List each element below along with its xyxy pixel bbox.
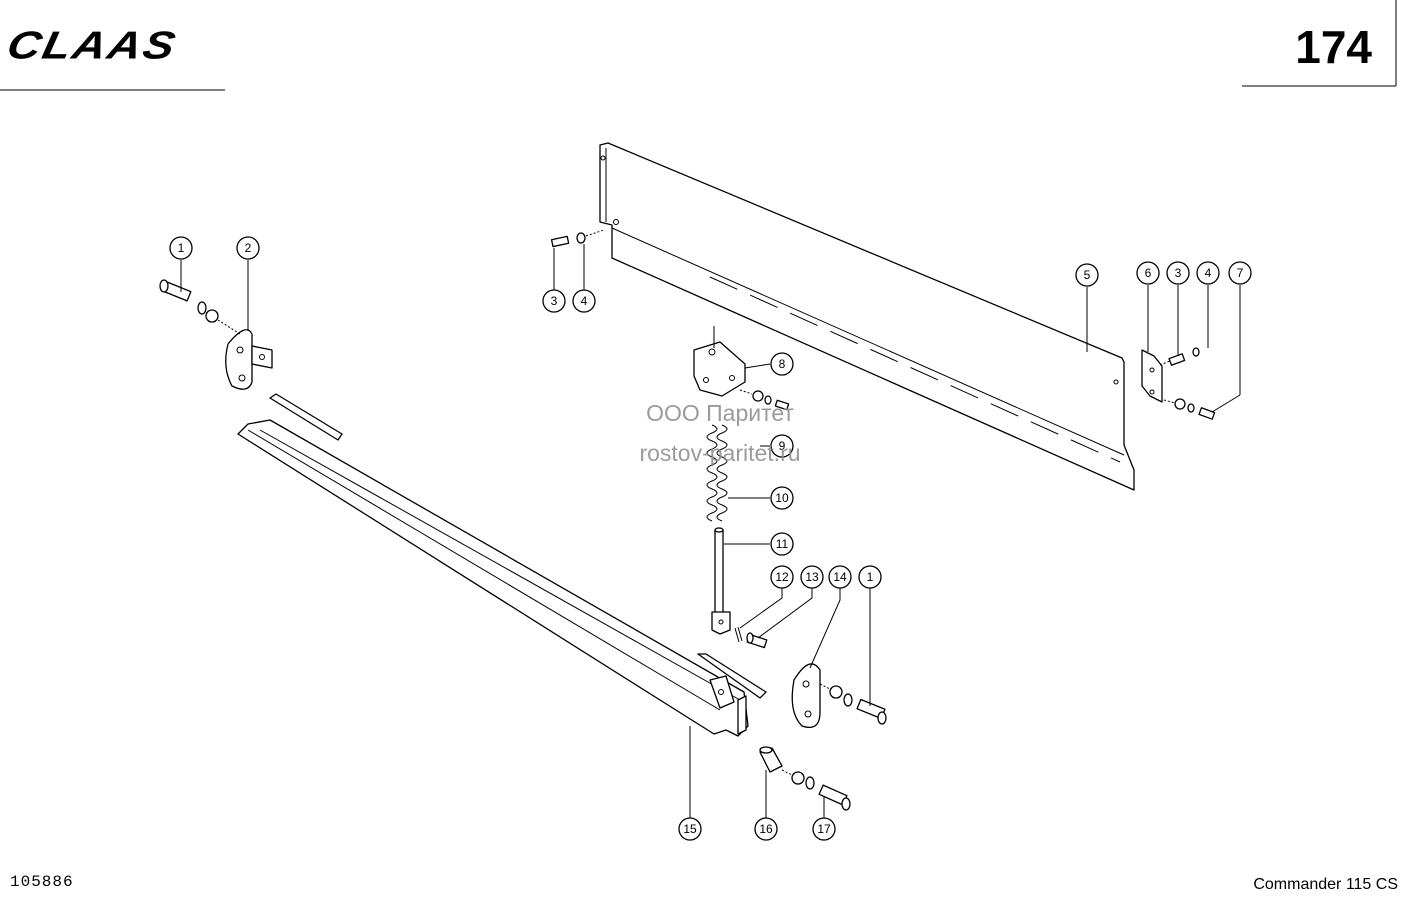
svg-text:8: 8: [779, 357, 786, 371]
callouts: 1 2 3 4 5 6 3 4 7 8 9 10 11 12 13 14 1 1…: [169, 236, 1252, 841]
callout-1-left: 1: [169, 236, 193, 260]
part-3-bolt-right: [1159, 347, 1200, 366]
watermark-website: rostov-paritet.ru: [639, 440, 801, 466]
part-1-bolt-right: [819, 683, 887, 725]
part-16-bushing: [759, 746, 783, 773]
callout-17: 17: [812, 817, 836, 841]
svg-text:16: 16: [759, 822, 773, 836]
svg-text:4: 4: [581, 294, 588, 308]
part-3-bolt-left: [550, 229, 605, 248]
svg-text:11: 11: [776, 537, 789, 551]
svg-text:3: 3: [1175, 266, 1182, 280]
part-6-end-bracket: [1141, 349, 1163, 403]
callout-5: 5: [1075, 263, 1099, 287]
part-10-spring: [706, 424, 728, 522]
callout-12: 12: [770, 565, 794, 589]
svg-text:2: 2: [245, 241, 252, 255]
callout-7: 7: [1228, 261, 1252, 285]
svg-text:3: 3: [551, 294, 558, 308]
callout-14: 14: [828, 565, 852, 589]
callout-13: 13: [800, 565, 824, 589]
svg-text:6: 6: [1145, 266, 1152, 280]
svg-text:13: 13: [805, 570, 819, 584]
part-8-bracket: [693, 326, 746, 397]
callout-9: 9: [770, 434, 794, 458]
part-13-clevis-pin: [746, 632, 768, 649]
shaft-rod-left: [269, 393, 343, 441]
part-7-nut-washer-bolt: [1163, 398, 1216, 420]
callout-6: 6: [1136, 261, 1160, 285]
leader-lines: [180, 244, 1241, 818]
drawing-number: 105886: [10, 873, 74, 891]
callout-11: 11: [770, 532, 794, 556]
part-11-rod: [711, 527, 731, 635]
callout-8: 8: [770, 352, 794, 376]
callout-16: 16: [754, 817, 778, 841]
part-2-left-hinge: [225, 329, 273, 390]
callout-2: 2: [236, 236, 260, 260]
svg-text:4: 4: [1205, 266, 1212, 280]
page-number: 174: [1295, 21, 1372, 73]
callout-4-right: 4: [1196, 261, 1220, 285]
svg-text:5: 5: [1084, 268, 1091, 282]
part-17-bolt: [781, 769, 851, 811]
watermark-company: ООО Паритет: [646, 400, 794, 426]
part-9-nut-washer: [739, 389, 790, 411]
svg-text:15: 15: [683, 822, 697, 836]
svg-text:1: 1: [867, 570, 874, 584]
svg-text:1: 1: [178, 241, 185, 255]
part-1-bolt-left: [159, 279, 241, 335]
callout-1-right: 1: [858, 565, 882, 589]
part-5-upper-panel: [599, 142, 1135, 491]
svg-text:9: 9: [779, 439, 786, 453]
callout-3-left: 3: [542, 289, 566, 313]
svg-text:12: 12: [775, 570, 789, 584]
svg-text:14: 14: [833, 570, 847, 584]
model-name: Commander 115 CS: [1253, 876, 1398, 893]
svg-text:17: 17: [817, 822, 831, 836]
svg-text:7: 7: [1237, 266, 1244, 280]
callout-4-left: 4: [572, 289, 596, 313]
part-12-cotter-pin: [734, 626, 743, 643]
svg-text:10: 10: [775, 491, 789, 505]
part-15-lower-trough: [237, 419, 767, 737]
callout-15: 15: [678, 817, 702, 841]
callout-3-right: 3: [1166, 261, 1190, 285]
callout-10: 10: [770, 486, 794, 510]
part-14-right-hinge: [791, 663, 821, 729]
